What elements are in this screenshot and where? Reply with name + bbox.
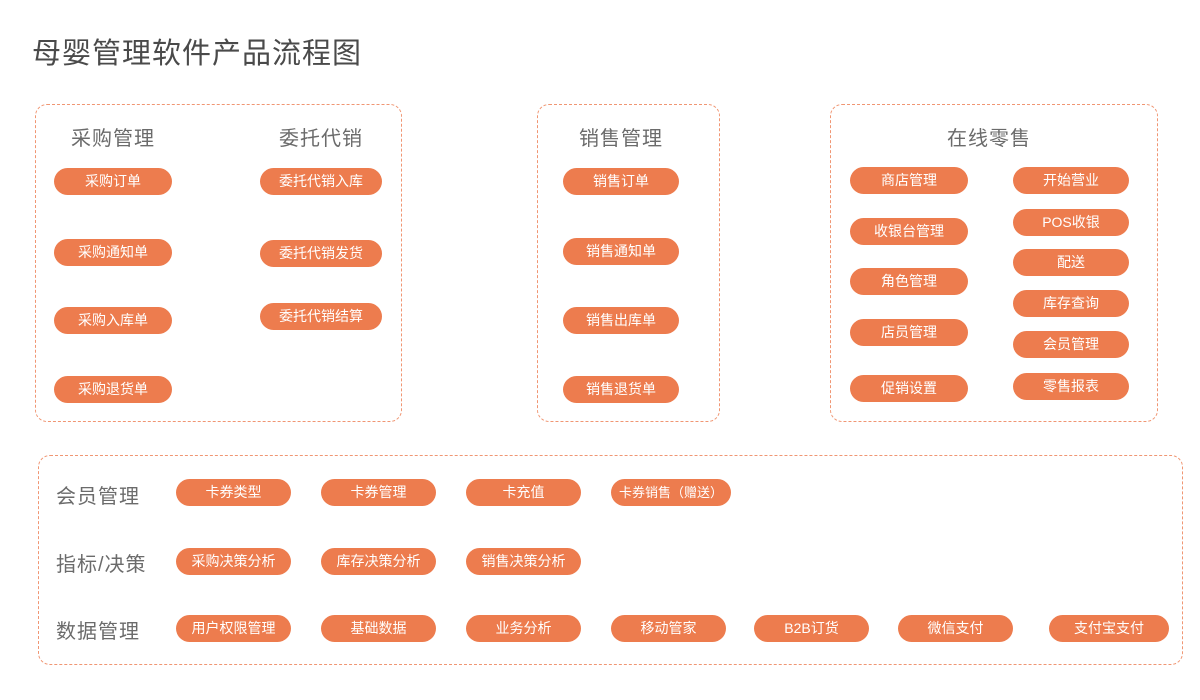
- node-delivery: 配送: [1013, 249, 1129, 276]
- node-start-business: 开始营业: [1013, 167, 1129, 194]
- node-sales-return: 销售退货单: [563, 376, 679, 403]
- node-purchase-notice: 采购通知单: [54, 239, 172, 266]
- node-mobile-steward: 移动管家: [611, 615, 726, 642]
- node-consignment-inbound: 委托代销入库: [260, 168, 382, 195]
- node-wechat-pay: 微信支付: [898, 615, 1013, 642]
- node-sales-order: 销售订单: [563, 168, 679, 195]
- node-pos-cashier: POS收银: [1013, 209, 1129, 236]
- panel-purchase-consignment: 采购管理 委托代销 采购订单 采购通知单 采购入库单 采购退货单 委托代销入库 …: [35, 104, 402, 422]
- node-sales-outbound: 销售出库单: [563, 307, 679, 334]
- node-b2b-ordering: B2B订货: [754, 615, 869, 642]
- node-card-sale-gift: 卡券销售（赠送）: [611, 479, 731, 506]
- page-title: 母婴管理软件产品流程图: [32, 38, 363, 70]
- node-purchase-order: 采购订单: [54, 168, 172, 195]
- node-purchase-return: 采购退货单: [54, 376, 172, 403]
- node-sales-decision-analysis: 销售决策分析: [466, 548, 581, 575]
- node-user-permission: 用户权限管理: [176, 615, 291, 642]
- row-label-data-management: 数据管理: [56, 621, 140, 643]
- node-basic-data: 基础数据: [321, 615, 436, 642]
- node-promotion-settings: 促销设置: [850, 375, 968, 402]
- node-card-recharge: 卡充值: [466, 479, 581, 506]
- panel-sales: 销售管理 销售订单 销售通知单 销售出库单 销售退货单: [537, 104, 720, 422]
- node-purchase-decision-analysis: 采购决策分析: [176, 548, 291, 575]
- node-card-type: 卡券类型: [176, 479, 291, 506]
- panel-bottom-management: 会员管理 指标/决策 数据管理 卡券类型 卡券管理 卡充值 卡券销售（赠送） 采…: [38, 455, 1183, 665]
- panel-online-retail: 在线零售 商店管理 收银台管理 角色管理 店员管理 促销设置 开始营业 POS收…: [830, 104, 1158, 422]
- panel-header-sales: 销售管理: [579, 128, 663, 150]
- node-clerk-management: 店员管理: [850, 319, 968, 346]
- panel-header-online-retail: 在线零售: [947, 128, 1031, 150]
- node-inventory-query: 库存查询: [1013, 290, 1129, 317]
- row-label-member-management: 会员管理: [56, 486, 140, 508]
- node-store-management: 商店管理: [850, 167, 968, 194]
- node-business-analysis: 业务分析: [466, 615, 581, 642]
- node-consignment-settlement: 委托代销结算: [260, 303, 382, 330]
- node-role-management: 角色管理: [850, 268, 968, 295]
- node-retail-report: 零售报表: [1013, 373, 1129, 400]
- node-card-management: 卡券管理: [321, 479, 436, 506]
- node-cashier-management: 收银台管理: [850, 218, 968, 245]
- node-consignment-shipping: 委托代销发货: [260, 240, 382, 267]
- panel-header-purchase: 采购管理: [71, 128, 155, 150]
- node-sales-notice: 销售通知单: [563, 238, 679, 265]
- node-inventory-decision-analysis: 库存决策分析: [321, 548, 436, 575]
- panel-header-consignment: 委托代销: [279, 128, 363, 150]
- node-purchase-inbound: 采购入库单: [54, 307, 172, 334]
- node-alipay-pay: 支付宝支付: [1049, 615, 1169, 642]
- node-member-management: 会员管理: [1013, 331, 1129, 358]
- row-label-metrics-decision: 指标/决策: [56, 554, 147, 576]
